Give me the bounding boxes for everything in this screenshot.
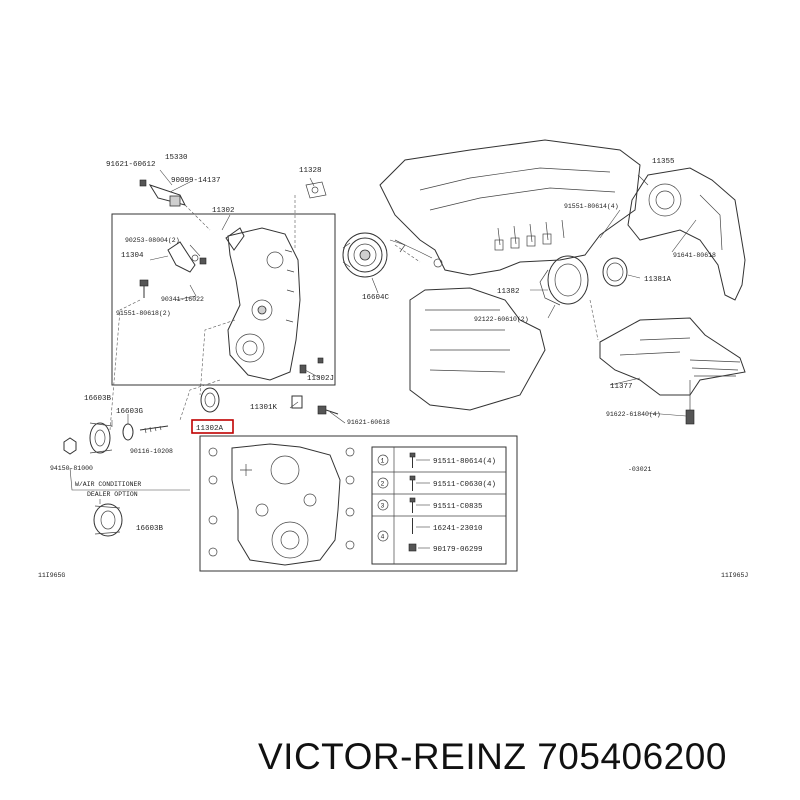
label-94150-81000: 94150-81000: [50, 465, 93, 472]
part-91621-60618-bolt: [317, 405, 339, 415]
bolt-icon: [409, 452, 416, 468]
label-fig-right: 11I965J: [721, 572, 748, 579]
part-16604C-pulley: [342, 232, 433, 294]
table-row-4-part-b: 90179-06299: [433, 546, 483, 554]
part-11355-plate: [627, 167, 746, 301]
label-03021: -03021: [628, 466, 652, 473]
label-92122-60610: 92122-60610(2): [474, 316, 529, 323]
label-11328: 11328: [299, 167, 322, 175]
label-91621-60618: 91621-60618: [347, 419, 390, 426]
label-11377: 11377: [610, 383, 633, 391]
label-11304: 11304: [121, 252, 144, 260]
label-15330: 15330: [165, 154, 188, 162]
label-90099-14137: 90099-14137: [171, 177, 221, 185]
label-90341-16022: 90341-16022: [161, 296, 204, 303]
part-11302-timing-cover: [225, 227, 301, 381]
part-11377-baffle: [599, 317, 746, 425]
label-91551-80618: 91551-80618(2): [116, 310, 171, 317]
part-94150-81000-nut: [63, 437, 77, 455]
table-row-4-part-a: 16241-23010: [433, 525, 483, 533]
part-11302A-oil-seal: [200, 387, 220, 413]
table-row-4-index: 4: [381, 534, 385, 541]
part-90116-10208-bolt: [139, 425, 169, 434]
label-91551-80614-top: 91551-80614(4): [564, 203, 619, 210]
label-11382: 11382: [497, 288, 520, 296]
label-91641-80618: 91641-80618: [673, 252, 716, 259]
ac-note-line-1: W/AIR CONDITIONER: [75, 481, 141, 488]
leader-lines: [109, 169, 697, 431]
part-labels: 91621-60612 15330 90099-14137 11328 1130…: [38, 154, 748, 579]
label-11355: 11355: [652, 158, 675, 166]
label-90253-08004: 90253-08004(2): [125, 237, 180, 244]
label-11301K: 11301K: [250, 404, 278, 412]
table-row-2-part: 91511-C0630(4): [433, 481, 496, 489]
part-11382-retainer: [539, 255, 589, 306]
label-11302A-highlighted: 11302A: [196, 425, 224, 433]
table-row-3-part: 91511-C0835: [433, 503, 483, 511]
bolt-icon: [409, 497, 416, 513]
timing-cover-group-box: [111, 213, 336, 386]
label-16603G: 16603G: [116, 408, 144, 416]
brand-part-number-caption: VICTOR-REINZ 705406200: [258, 736, 727, 777]
ac-note-bracket: [69, 467, 190, 491]
table-row-1-index: 1: [381, 458, 385, 465]
part-16603B-pulley-bottom: [93, 499, 123, 537]
part-11381A-seal: [602, 257, 628, 287]
highlight-box-11302A: [191, 419, 234, 434]
part-11304-oil-filler: [167, 241, 199, 273]
label-90116-10208: 90116-10208: [130, 448, 173, 455]
label-fig-left: 11I965G: [38, 572, 65, 579]
timing-cover-detail: [231, 443, 341, 566]
label-16604C: 16604C: [362, 294, 390, 302]
label-11302J: 11302J: [307, 375, 334, 383]
fastener-table: 1 2 3 4 91511-80614(4) 91511-C0630(4) 91…: [371, 446, 507, 565]
fastener-detail-box: [199, 435, 518, 572]
label-11381A: 11381A: [644, 276, 672, 284]
nut-icon: [408, 543, 417, 552]
bolts-group: [139, 257, 324, 374]
label-11302: 11302: [212, 207, 235, 215]
table-row-2-index: 2: [381, 481, 385, 488]
part-16603B-pulley-top: [89, 422, 113, 454]
part-11301K-dowel: [291, 395, 303, 409]
bolt-icon: [409, 475, 416, 491]
table-row-3-index: 3: [381, 503, 385, 510]
ac-note-line-2: DEALER OPTION: [87, 491, 138, 498]
label-16603B-bottom: 16603B: [136, 525, 164, 533]
part-11328-gasket: [305, 181, 327, 199]
label-91622-61840: 91622-61840(4): [606, 411, 661, 418]
callout-markers: [208, 447, 355, 557]
label-16603B-top: 16603B: [84, 395, 112, 403]
part-16603G-idler: [122, 423, 134, 441]
label-91621-60612: 91621-60612: [106, 161, 156, 169]
engine-block-illustration: [379, 139, 641, 411]
table-row-1-part: 91511-80614(4): [433, 458, 496, 466]
